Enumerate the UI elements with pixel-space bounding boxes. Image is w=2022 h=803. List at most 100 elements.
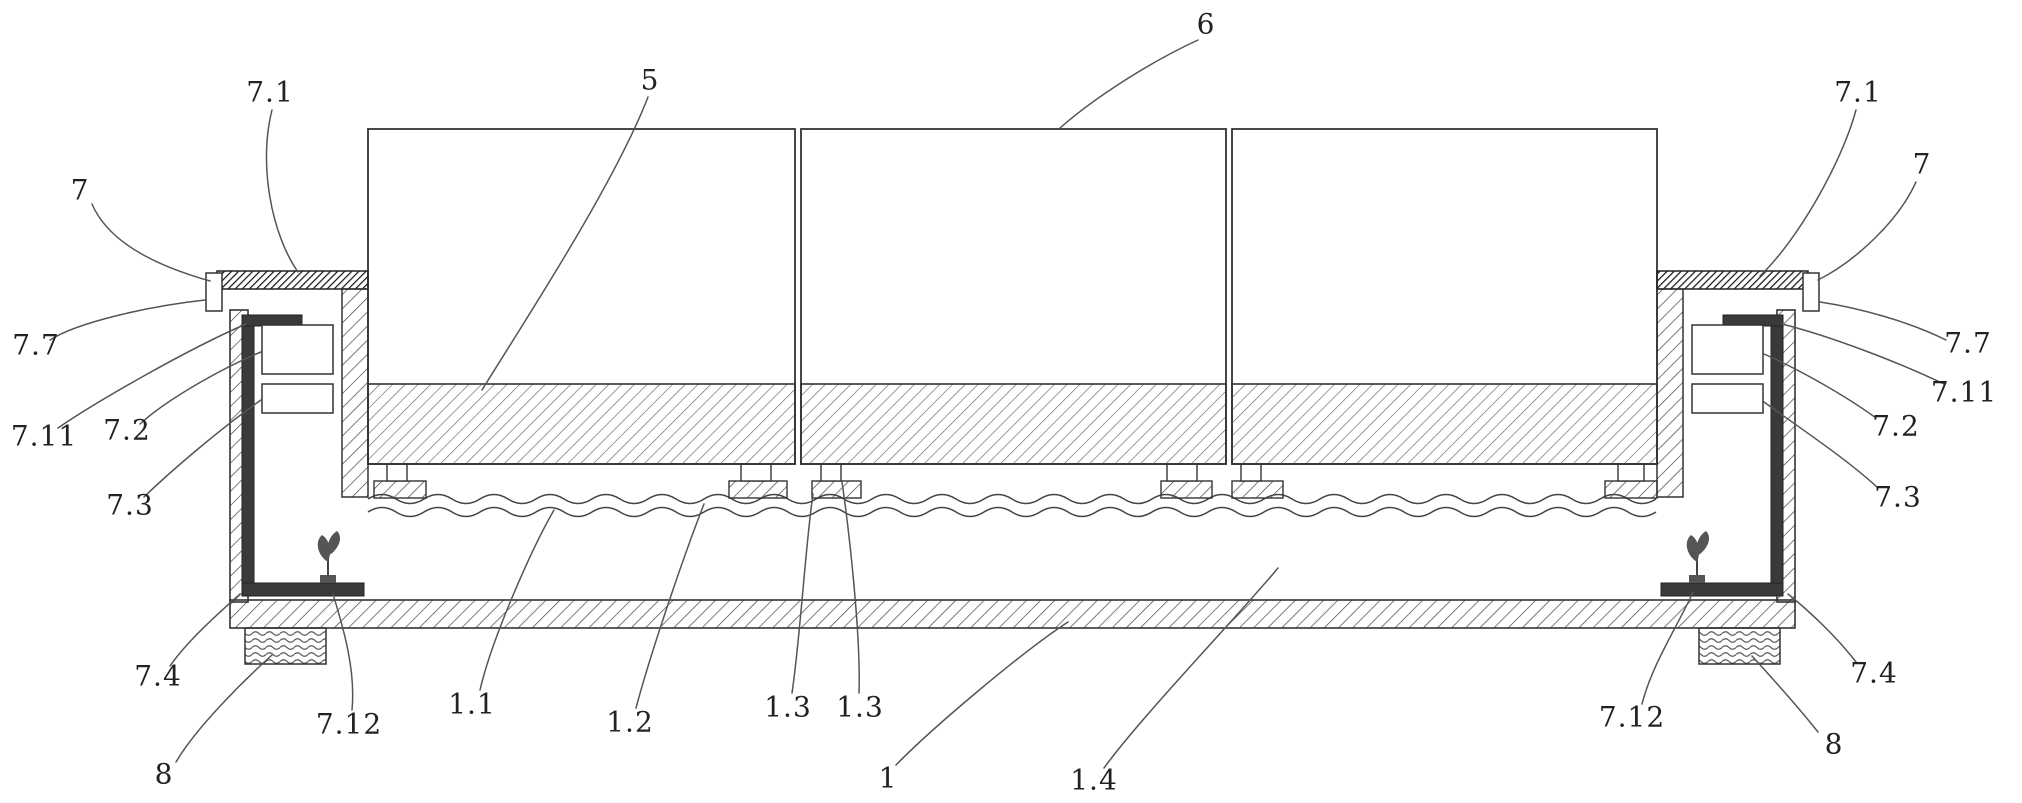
right-box-7-2	[1691, 324, 1764, 375]
module-hatch-band	[1231, 383, 1658, 465]
ref-label-7-12-right: 7.12	[1598, 700, 1666, 734]
ref-label-1-3-a: 1.3	[764, 690, 812, 724]
right-side-frame	[1656, 270, 1820, 597]
leader-7-left	[91, 203, 211, 282]
leader-7-2-right	[1763, 353, 1877, 419]
left-box-7-2	[261, 324, 334, 375]
leader-7-2-left	[139, 351, 262, 425]
left-fan-7-12	[317, 531, 341, 583]
ref-label-1-4: 1.4	[1070, 763, 1118, 797]
support-pads	[373, 480, 1658, 499]
ref-label-5: 5	[640, 63, 660, 97]
ref-label-1-3-b: 1.3	[836, 690, 884, 724]
right-box-7-3	[1691, 383, 1764, 414]
fan-blade	[1686, 535, 1699, 562]
leader-7-4-right	[1787, 593, 1857, 663]
left-vertical-web	[341, 288, 369, 498]
leader-1-3-b	[841, 481, 860, 694]
leader-7-11-right	[1781, 323, 1945, 385]
module-hatch-band	[800, 383, 1227, 465]
leader-7-7-left	[49, 299, 206, 341]
fan-blade	[317, 535, 330, 562]
ref-label-1-1: 1.1	[448, 687, 496, 721]
block-8-right	[1698, 627, 1781, 665]
battery-module-1	[367, 128, 796, 465]
leader-1	[895, 621, 1069, 766]
ref-label-7-1-right: 7.1	[1834, 75, 1882, 109]
block-8-left	[244, 627, 327, 665]
leader-6	[1059, 39, 1199, 129]
foot	[1240, 463, 1262, 482]
leader-7-7-right	[1819, 301, 1947, 341]
pad	[1604, 480, 1658, 499]
leader-7-4-left	[169, 593, 241, 667]
leader-7-3-left	[143, 399, 262, 498]
foot	[1617, 463, 1645, 482]
pad	[811, 480, 862, 499]
left-side-frame	[205, 270, 369, 597]
fan-blade	[1696, 531, 1710, 556]
leader-1-2	[635, 503, 705, 709]
leader-1-4	[1103, 567, 1279, 769]
corrugated-plate	[367, 493, 1657, 518]
battery-module-3	[1231, 128, 1658, 465]
pad	[1231, 480, 1284, 499]
fan-blade	[327, 531, 341, 556]
ref-label-7-3-left: 7.3	[106, 488, 154, 522]
left-top-flange	[216, 270, 369, 290]
ref-label-7-12-left: 7.12	[315, 707, 383, 741]
left-end-cap-7-7	[205, 272, 223, 312]
ref-label-7-4-right: 7.4	[1850, 656, 1898, 690]
tray-bottom-plate	[229, 599, 1796, 629]
leader-7-1-right	[1759, 109, 1857, 277]
leader-8-left	[175, 654, 273, 763]
ref-label-7-11-right: 7.11	[1930, 375, 1998, 409]
ref-label-7-4-left: 7.4	[134, 659, 182, 693]
ref-label-7-1-left: 7.1	[246, 75, 294, 109]
left-box-7-3	[261, 383, 334, 414]
ref-label-1-2: 1.2	[606, 705, 654, 739]
bottom-blocks	[244, 627, 1781, 665]
leader-1-3-a	[791, 493, 814, 694]
pad	[1160, 480, 1213, 499]
leader-8-right	[1751, 655, 1819, 733]
ref-label-7-3-right: 7.3	[1874, 480, 1922, 514]
foot	[820, 463, 842, 482]
right-end-cap-7-7	[1802, 272, 1820, 312]
leader-lines	[49, 39, 1947, 769]
battery-modules	[367, 128, 1658, 465]
ref-label-7-7-left: 7.7	[12, 328, 60, 362]
pad	[728, 480, 788, 499]
foot	[740, 463, 772, 482]
right-fan-7-12	[1686, 531, 1710, 583]
ref-label-8-right: 8	[1824, 727, 1844, 761]
ref-label-7-7-right: 7.7	[1944, 326, 1992, 360]
corrugated-plate-bottom-line	[367, 506, 1657, 518]
foot	[1166, 463, 1198, 482]
ref-label-7-11-left: 7.11	[10, 419, 78, 453]
leader-7-1-left	[265, 109, 299, 273]
right-channel-bottom	[1660, 582, 1784, 597]
ref-label-7-right: 7	[1912, 147, 1932, 181]
leader-5	[481, 96, 649, 391]
leader-7-right	[1817, 181, 1917, 281]
corrugated-plate-top-line	[367, 493, 1657, 505]
ref-label-7-left: 7	[70, 173, 90, 207]
leader-7-11-left	[57, 323, 247, 429]
module-hatch-band	[367, 383, 796, 465]
leader-7-12-left	[332, 593, 354, 711]
battery-module-2	[800, 128, 1227, 465]
ref-label-7-2-left: 7.2	[103, 413, 151, 447]
right-channel-vertical	[1770, 314, 1784, 597]
leader-1-1	[479, 509, 555, 691]
right-vertical-web	[1656, 288, 1684, 498]
leader-7-12-right	[1641, 591, 1694, 705]
foot	[386, 463, 408, 482]
ref-label-7-2-right: 7.2	[1872, 409, 1920, 443]
pad	[373, 480, 427, 499]
ref-label-6: 6	[1196, 7, 1216, 41]
right-top-flange	[1656, 270, 1809, 290]
ref-label-1: 1	[878, 761, 898, 795]
